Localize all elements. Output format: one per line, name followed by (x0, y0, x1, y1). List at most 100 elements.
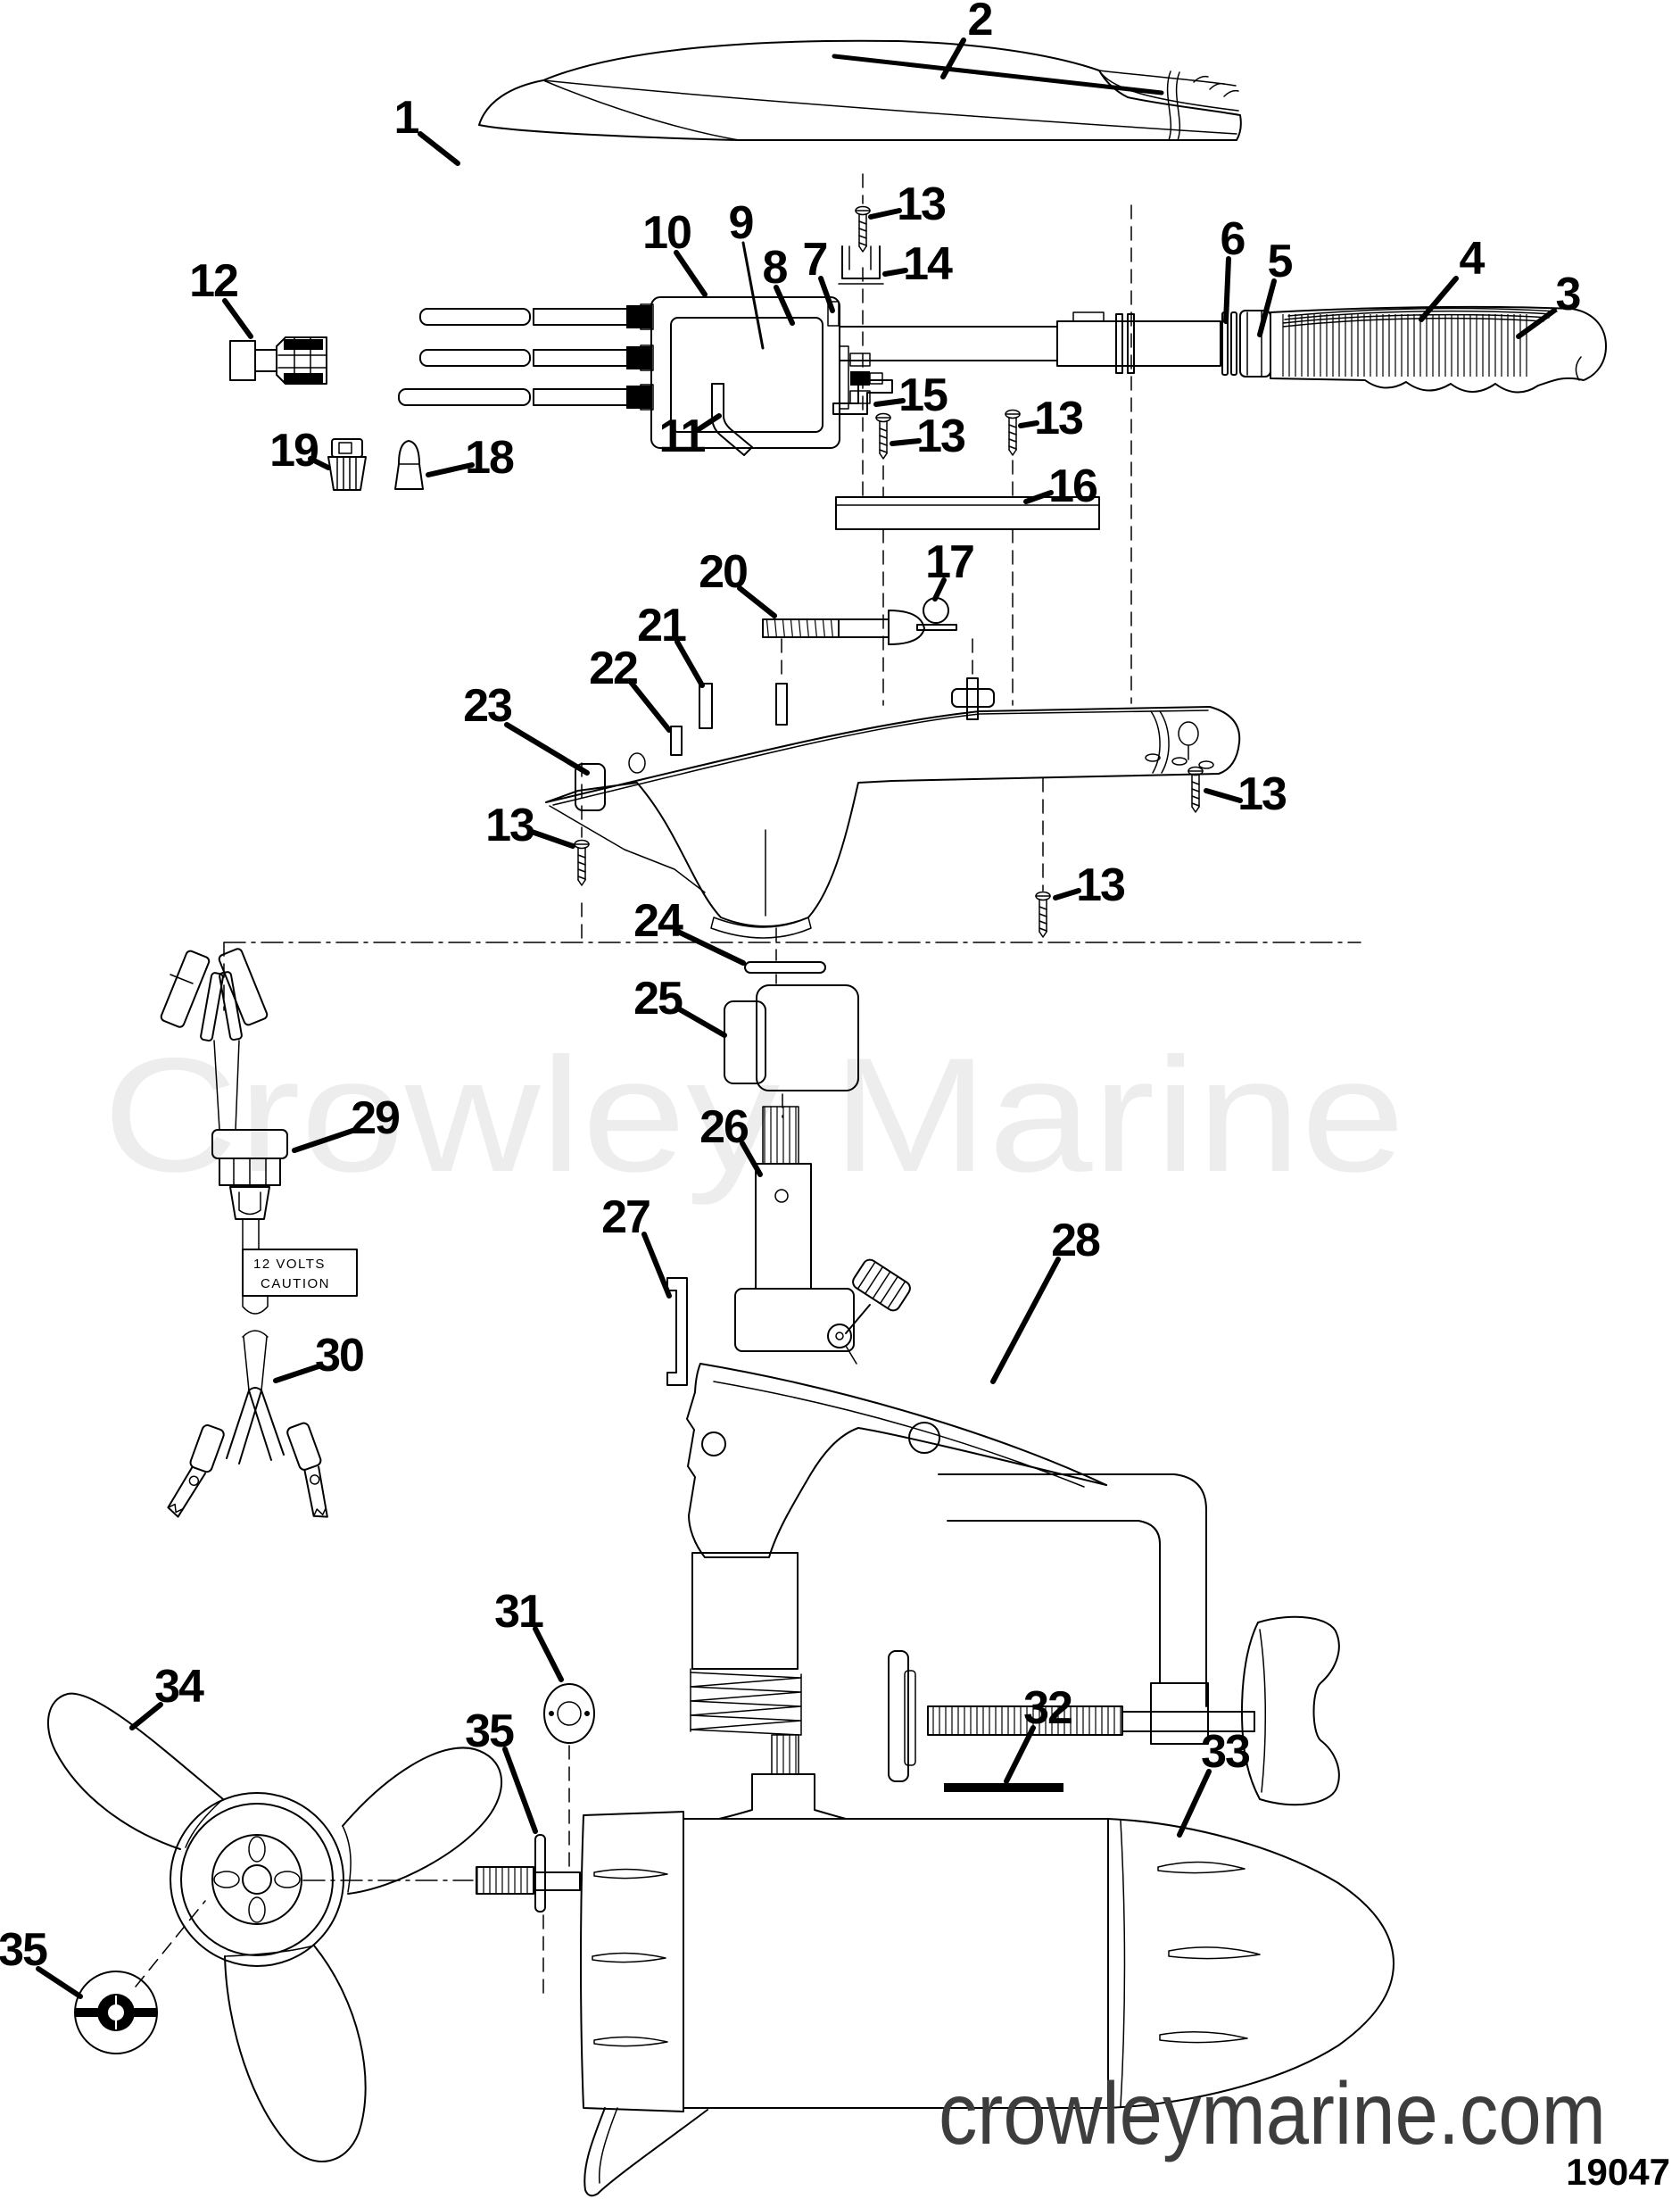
callout-26: 26 (699, 1101, 763, 1177)
callout-32: 32 (1004, 1682, 1073, 1784)
callout-label-13: 13 (916, 411, 965, 462)
callout-label-35: 35 (0, 1924, 47, 1976)
callout-label-35: 35 (465, 1705, 514, 1757)
callout-22: 22 (589, 643, 672, 733)
callout-label-13: 13 (1034, 393, 1083, 444)
callout-31: 31 (494, 1586, 564, 1682)
callout-25: 25 (633, 973, 727, 1038)
footer-site-text: crowleymarine.com (939, 2064, 1606, 2162)
callout-20: 20 (699, 546, 777, 618)
part-fuse-holder-19 (327, 438, 367, 491)
callout-5: 5 (1257, 236, 1295, 337)
callout-17: 17 (925, 536, 975, 602)
callout-label-13: 13 (485, 800, 534, 851)
callout-13: 13 (1053, 859, 1127, 911)
part-control-box (640, 296, 883, 449)
callout-34: 34 (129, 1661, 206, 1730)
callout-label-18: 18 (465, 432, 514, 484)
callout-label-9: 9 (729, 197, 753, 249)
callout-13: 13 (1018, 393, 1085, 444)
part-mount-bracket-28 (686, 1363, 1209, 1745)
callout-label-4: 4 (1460, 233, 1486, 285)
callout-29: 29 (292, 1092, 401, 1153)
callout-2: 2 (832, 0, 1164, 95)
callout-label-19: 19 (269, 425, 318, 477)
part-pin-22 (670, 726, 683, 756)
callout-4: 4 (1419, 233, 1487, 322)
part-prop-shaft (476, 1866, 581, 1895)
callout-label-33: 33 (1201, 1726, 1250, 1778)
callout-30: 30 (273, 1330, 365, 1383)
part-plate-16 (835, 496, 1100, 530)
part-shaft (827, 301, 1221, 374)
callout-label-15: 15 (898, 369, 948, 421)
diagram-number: 19047 (1566, 2151, 1670, 2193)
part-tilt-lever (827, 1258, 911, 1365)
part-bolt-20 (762, 610, 925, 645)
part-harness-29 (160, 948, 288, 1250)
part-armature-shaft-26 (734, 1106, 855, 1352)
callout-label-17: 17 (925, 536, 973, 588)
assembly-axes (135, 173, 1361, 1998)
part-lead-wires (398, 305, 652, 409)
callout-12: 12 (189, 255, 253, 339)
caution-line2: CAUTION (261, 1276, 330, 1291)
callout-label-13: 13 (897, 178, 946, 230)
callout-13: 13 (1204, 768, 1288, 820)
callout-label-20: 20 (699, 546, 747, 598)
callout-label-16: 16 (1048, 461, 1097, 512)
callout-label-2: 2 (968, 0, 992, 46)
callout-label-6: 6 (1221, 213, 1246, 265)
part-connector-12 (229, 336, 327, 385)
callout-label-12: 12 (189, 255, 237, 307)
callout-label-11: 11 (659, 411, 706, 462)
part-prop-pin-35 (74, 1971, 158, 2054)
callout-label-27: 27 (601, 1191, 650, 1243)
part-bracket-15 (832, 379, 893, 415)
callout-24: 24 (633, 895, 746, 966)
part-decal-32 (944, 1783, 1063, 1792)
callout-27: 27 (601, 1191, 672, 1299)
part-motor-body-33 (580, 1811, 1394, 2197)
part-battery-leads-30 (167, 1295, 328, 1518)
part-handle-grip (1270, 305, 1607, 394)
callout-11: 11 (659, 411, 722, 462)
part-seal-washer-31 (543, 1683, 595, 1744)
callout-1: 1 (394, 92, 460, 166)
callout-3: 3 (1516, 269, 1583, 339)
callout-6: 6 (1221, 213, 1247, 324)
part-pin-27 (666, 1277, 688, 1386)
callout-23: 23 (463, 680, 590, 776)
callout-33: 33 (1177, 1726, 1252, 1838)
callout-label-3: 3 (1556, 269, 1581, 320)
callout-9: 9 (729, 197, 765, 350)
part-base-plate-23 (545, 688, 1241, 939)
part-coupler-25 (724, 984, 859, 1091)
callout-label-31: 31 (494, 1586, 543, 1638)
part-clip-14 (838, 245, 884, 285)
callout-35: 35 (0, 1924, 83, 1999)
callout-18: 18 (426, 432, 516, 484)
caution-label: 12 VOLTS CAUTION (242, 1249, 358, 1297)
callout-label-30: 30 (315, 1330, 363, 1382)
part-washer-24 (744, 961, 826, 974)
watermark: Crowley Marine (103, 1024, 1405, 1206)
callout-label-21: 21 (637, 600, 686, 651)
callout-10: 10 (642, 207, 708, 297)
callout-15: 15 (873, 369, 949, 421)
callout-label-29: 29 (351, 1092, 399, 1144)
callout-label-34: 34 (154, 1661, 204, 1713)
callout-label-14: 14 (903, 238, 953, 290)
callout-label-10: 10 (642, 207, 691, 259)
callout-label-24: 24 (633, 895, 683, 947)
callout-8: 8 (763, 242, 795, 326)
callout-label-22: 22 (589, 643, 637, 694)
callout-label-13: 13 (1076, 859, 1125, 911)
callout-label-28: 28 (1051, 1215, 1100, 1266)
callout-label-5: 5 (1268, 236, 1293, 287)
callout-label-25: 25 (633, 973, 683, 1025)
callout-28: 28 (990, 1215, 1102, 1384)
